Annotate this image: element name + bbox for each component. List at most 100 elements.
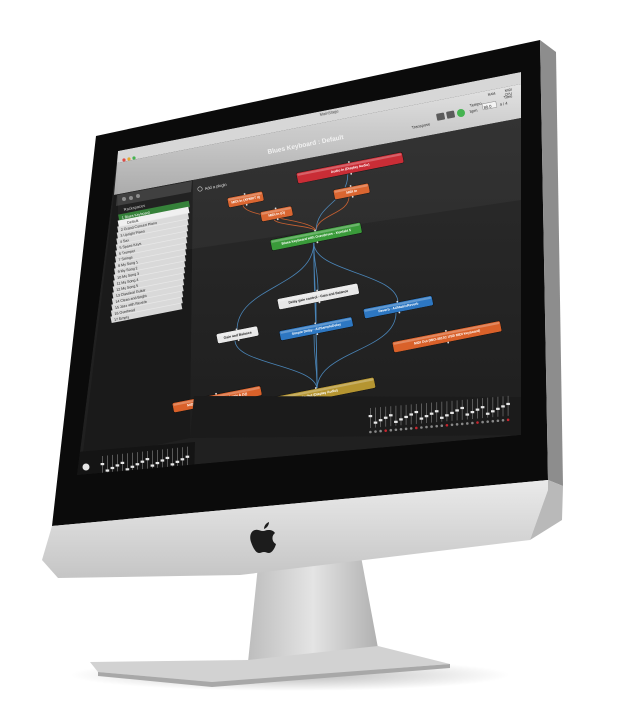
fader-handle[interactable]: [399, 418, 403, 420]
channel-led-icon: [466, 422, 469, 425]
channel-led-icon: [451, 424, 454, 427]
fader-handle[interactable]: [166, 457, 170, 459]
fader-handle[interactable]: [156, 462, 160, 464]
fader-handle[interactable]: [425, 415, 429, 417]
channel-led-icon: [425, 426, 428, 429]
channel-led-icon: [395, 428, 398, 431]
fader-handle[interactable]: [435, 410, 439, 412]
fader-handle[interactable]: [440, 417, 444, 419]
fader-handle[interactable]: [389, 414, 393, 416]
fader-handle[interactable]: [486, 413, 490, 415]
fader-handle[interactable]: [116, 464, 120, 466]
fader-track: [177, 448, 178, 468]
fader-track: [182, 447, 183, 467]
channel-led-icon: [471, 422, 474, 425]
fader-handle[interactable]: [481, 406, 485, 408]
channel-led-icon: [456, 423, 459, 426]
fader-handle[interactable]: [171, 463, 175, 465]
channel-led-icon: [486, 420, 489, 423]
fader-handle[interactable]: [491, 410, 495, 412]
fader-handle[interactable]: [131, 466, 135, 468]
fader-track: [452, 401, 453, 421]
fader-handle[interactable]: [151, 465, 155, 467]
fader-track: [157, 450, 158, 470]
fader-track: [132, 453, 133, 473]
channel-led-icon: [446, 424, 449, 427]
channel-led-icon: [384, 429, 387, 432]
fader-handle[interactable]: [374, 422, 378, 424]
fader-handle[interactable]: [430, 413, 434, 415]
fader-track: [447, 401, 448, 421]
fader-handle[interactable]: [161, 459, 165, 461]
fader-track: [467, 399, 468, 419]
fader-handle[interactable]: [445, 414, 449, 416]
channel-led-icon: [410, 427, 413, 430]
fader-handle[interactable]: [506, 403, 510, 405]
fader-handle[interactable]: [460, 407, 464, 409]
channel-led-icon: [502, 419, 505, 422]
fader-handle[interactable]: [404, 416, 408, 418]
fader-handle[interactable]: [415, 411, 419, 413]
fader-handle[interactable]: [106, 469, 110, 471]
channel-led-icon: [379, 430, 382, 433]
fader-track: [416, 404, 417, 424]
channel-led-icon: [492, 420, 495, 423]
fader-handle[interactable]: [455, 409, 459, 411]
fader-track: [380, 407, 381, 427]
fader-track: [462, 400, 463, 420]
fader-track: [426, 403, 427, 423]
fader-handle[interactable]: [409, 413, 413, 415]
channel-led-icon: [400, 428, 403, 431]
channel-led-icon: [476, 421, 479, 424]
fader-handle[interactable]: [496, 408, 500, 410]
fader-handle[interactable]: [420, 418, 424, 420]
fader-track: [508, 396, 509, 416]
channel-led-icon: [461, 423, 464, 426]
channel-led-icon: [441, 424, 444, 427]
master-knob[interactable]: [83, 464, 90, 471]
channel-led-icon: [415, 427, 418, 430]
fader-track: [152, 451, 153, 471]
fader-handle[interactable]: [101, 463, 105, 465]
channel-led-icon: [405, 428, 408, 431]
fader-track: [375, 408, 376, 428]
channel-led-icon: [374, 430, 377, 433]
fader-track: [406, 405, 407, 425]
channel-led-icon: [507, 419, 510, 422]
channel-led-icon: [435, 425, 438, 428]
bottom-panel: [190, 396, 521, 438]
fader-handle[interactable]: [141, 461, 145, 463]
fader-handle[interactable]: [450, 412, 454, 414]
fader-track: [401, 405, 402, 425]
fader-handle[interactable]: [369, 415, 373, 417]
fader-handle[interactable]: [471, 411, 475, 413]
channel-led-icon: [430, 425, 433, 428]
fader-handle[interactable]: [379, 419, 383, 421]
fader-handle[interactable]: [181, 458, 185, 460]
fader-handle[interactable]: [126, 468, 130, 470]
fader-track: [472, 399, 473, 419]
channel-led-icon: [369, 431, 372, 434]
fader-handle[interactable]: [146, 458, 150, 460]
fader-track: [147, 451, 148, 471]
fader-handle[interactable]: [111, 467, 115, 469]
fader-handle[interactable]: [476, 409, 480, 411]
channel-led-icon: [390, 429, 393, 432]
fader-handle[interactable]: [121, 462, 125, 464]
fader-handle[interactable]: [136, 463, 140, 465]
fader-track: [421, 404, 422, 424]
channel-led-icon: [481, 421, 484, 424]
fader-track: [492, 397, 493, 417]
fader-track: [370, 408, 371, 428]
fader-handle[interactable]: [466, 413, 470, 415]
fader-track: [137, 452, 138, 472]
fader-handle[interactable]: [394, 421, 398, 423]
channel-led-icon: [497, 419, 500, 422]
fader-handle[interactable]: [384, 417, 388, 419]
fader-handle[interactable]: [186, 456, 190, 458]
fader-track: [498, 397, 499, 417]
fader-handle[interactable]: [501, 405, 505, 407]
fader-handle[interactable]: [176, 461, 180, 463]
